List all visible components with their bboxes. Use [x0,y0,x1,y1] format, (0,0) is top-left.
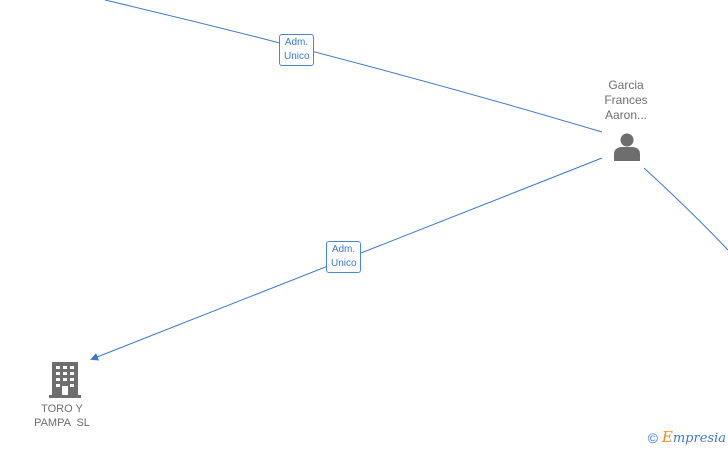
company-node-label[interactable]: TORO Y PAMPA SL [22,402,102,430]
person-node-label[interactable]: Garcia Frances Aaron... [586,78,666,123]
edge-label-top-line2: Unico [284,51,310,62]
company-name-line2: PAMPA SL [34,417,90,429]
brand-logo-initial: E [661,428,673,446]
company-name-line1: TORO Y [41,403,83,415]
person-icon[interactable] [612,132,642,162]
edge-label-left-line2: Unico [331,258,357,269]
brand-logo-rest: mpresia [672,431,726,446]
copyright-icon: © [647,430,658,446]
edge-label-top-line1: Adm. [284,37,309,48]
person-name-line1: Garcia [608,78,644,92]
edge-label-left[interactable]: Adm. Unico [326,241,361,273]
brand-watermark: © Empresia [648,430,726,446]
edge-line-right [643,167,728,251]
edge-label-top[interactable]: Adm. Unico [279,34,314,66]
edge-line-top [104,0,603,133]
brand-logo: Empresia [662,430,726,446]
person-name-line2: Frances [604,93,648,107]
person-name-line3: Aaron... [604,108,648,122]
building-icon[interactable] [49,362,81,398]
edge-label-left-line1: Adm. [331,244,356,255]
